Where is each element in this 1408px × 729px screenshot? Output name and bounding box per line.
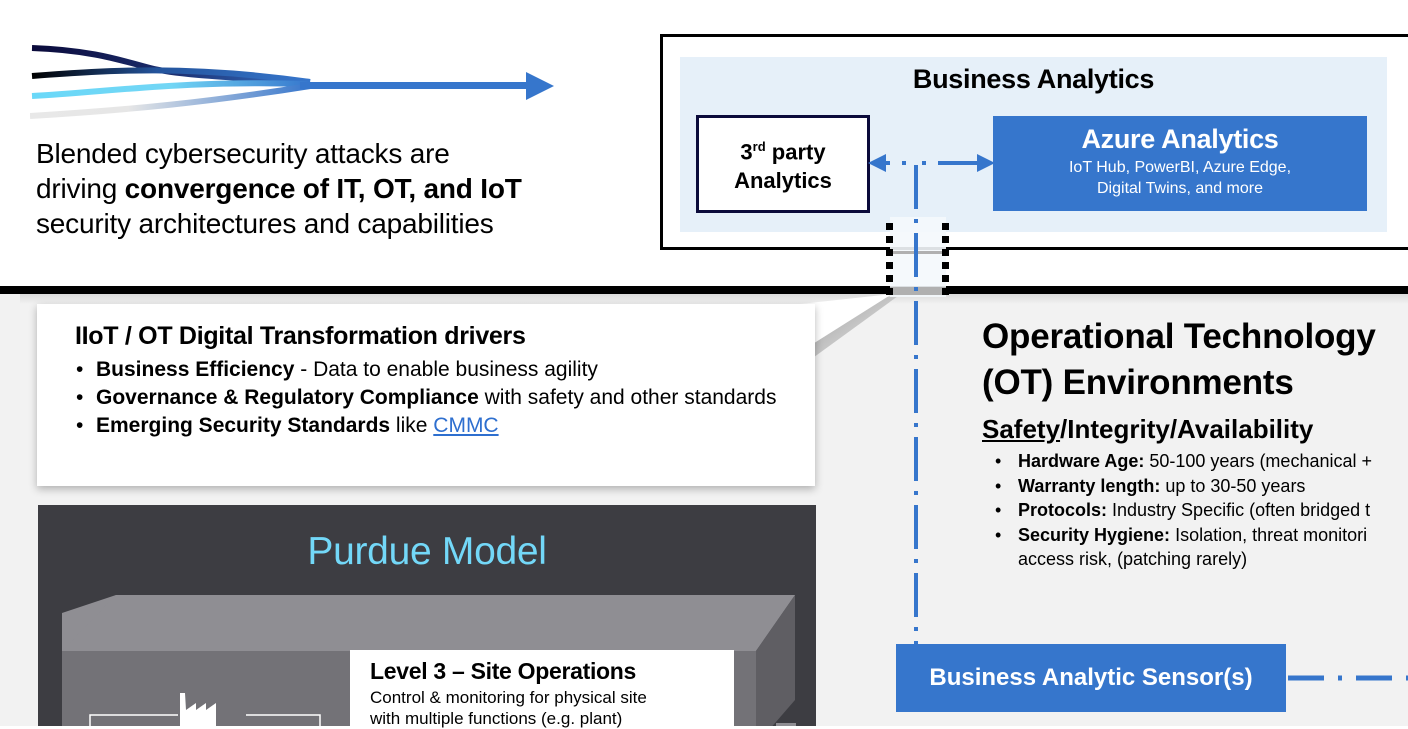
factory-icon — [89, 693, 321, 726]
ot-item-continuation: access risk, (patching rarely) — [1018, 549, 1248, 569]
driver-item-text: like — [390, 414, 434, 437]
ot-item-text: Industry Specific (often bridged t — [1107, 500, 1371, 520]
ot-item: Protocols: Industry Specific (often brid… — [995, 498, 1408, 523]
strand-cyan — [31, 80, 311, 99]
block-side-face — [756, 595, 795, 726]
drivers-title: IIoT / OT Digital Transformation drivers — [75, 322, 526, 350]
level3-description: Control & monitoring for physical site w… — [370, 687, 730, 729]
third-party-analytics-box[interactable]: 3rd party Analytics — [696, 115, 870, 213]
azure-analytics-title: Azure Analytics — [1081, 124, 1279, 154]
sensor-label: Business Analytic Sensor(s) — [929, 664, 1253, 691]
driver-item-bold: Business Efficiency — [96, 358, 295, 381]
gateway-grey-bar-top — [890, 251, 946, 254]
business-analytics-title: Business Analytics — [912, 64, 1155, 94]
block-top-face-main — [62, 595, 795, 651]
level3-title: Level 3 – Site Operations — [370, 658, 637, 684]
driver-item-bold: Governance & Regulatory Compliance — [96, 386, 479, 409]
level3-desc-line1: Control & monitoring for physical site — [370, 688, 647, 707]
ot-item: Warranty length: up to 30-50 years — [995, 474, 1408, 499]
drivers-list: Business Efficiency - Data to enable bus… — [75, 356, 795, 440]
cmmc-link[interactable]: CMMC — [433, 414, 499, 437]
driver-item: Business Efficiency - Data to enable bus… — [75, 356, 795, 384]
it-ot-divider-line — [0, 286, 1408, 294]
third-party-ordinal-suffix: rd — [752, 139, 766, 155]
azure-analytics-subtitle: IoT Hub, PowerBI, Azure Edge, Digital Tw… — [993, 157, 1367, 199]
strand-grey — [30, 83, 311, 119]
level3-card — [350, 650, 734, 726]
headline-line2-bold: convergence of IT, OT, and IoT — [124, 173, 522, 204]
ot-title: Operational Technology (OT) Environments — [982, 314, 1408, 406]
third-party-line1-rest: party — [765, 139, 826, 165]
driver-item: Governance & Regulatory Compliance with … — [75, 384, 795, 412]
driver-item-text: - Data to enable business agility — [294, 358, 598, 381]
divider-shadow — [20, 294, 1408, 304]
callout-pointer — [800, 294, 898, 360]
azure-analytics-box[interactable]: Azure Analytics IoT Hub, PowerBI, Azure … — [993, 116, 1367, 211]
headline-line1: Blended cybersecurity attacks are — [36, 138, 450, 169]
convergence-arrow-icon — [30, 45, 554, 119]
ot-item-text: 50-100 years (mechanical + — [1144, 451, 1372, 471]
strand-black — [31, 67, 311, 85]
ot-title-line2: (OT) Environments — [982, 363, 1294, 402]
business-analytic-sensor-box[interactable]: Business Analytic Sensor(s) — [896, 644, 1286, 712]
third-party-ordinal: 3 — [740, 139, 753, 165]
ot-subtitle-safety: Safety — [982, 414, 1061, 444]
ot-item-bold: Protocols: — [1018, 500, 1108, 520]
ot-characteristics-list: Hardware Age: 50-100 years (mechanical +… — [995, 449, 1408, 572]
ot-item-text: Isolation, threat monitori — [1170, 524, 1368, 545]
ot-item-text: up to 30-50 years — [1160, 475, 1306, 496]
headline-line2: driving convergence of IT, OT, and IoT — [36, 171, 636, 206]
ot-subtitle: Safety/Integrity/Availability — [982, 414, 1313, 445]
driver-item-text: with safety and other standards — [478, 386, 777, 409]
headline-line3: security architectures and capabilities — [36, 208, 494, 239]
next-level-edge — [776, 723, 796, 726]
arrow-head — [526, 72, 554, 100]
headline: Blended cybersecurity attacks are drivin… — [36, 136, 636, 241]
headline-line2-prefix: driving — [36, 173, 125, 204]
driver-item: Emerging Security Standards like CMMC — [75, 412, 795, 440]
azure-subtitle-line1: IoT Hub, PowerBI, Azure Edge, — [1068, 159, 1292, 176]
ot-subtitle-rest: /Integrity/Availability — [1060, 414, 1314, 444]
ot-item: Hardware Age: 50-100 years (mechanical + — [995, 449, 1408, 474]
ot-item-bold: Hardware Age: — [1018, 451, 1145, 471]
ot-item-bold: Warranty length: — [1018, 475, 1161, 496]
purdue-model-title: Purdue Model — [307, 530, 547, 573]
ot-item-bold: Security Hygiene: — [1018, 524, 1171, 545]
arrow-shaft — [300, 82, 532, 89]
third-party-line2: Analytics — [734, 167, 832, 193]
azure-subtitle-line2: Digital Twins, and more — [1097, 180, 1263, 197]
ot-title-line1: Operational Technology — [982, 317, 1376, 356]
level3-desc-line2: with multiple functions (e.g. plant) — [370, 709, 623, 728]
driver-item-bold: Emerging Security Standards — [96, 414, 391, 437]
ot-item: Security Hygiene: Isolation, threat moni… — [995, 523, 1408, 548]
third-party-line1: 3rd party — [740, 133, 825, 166]
